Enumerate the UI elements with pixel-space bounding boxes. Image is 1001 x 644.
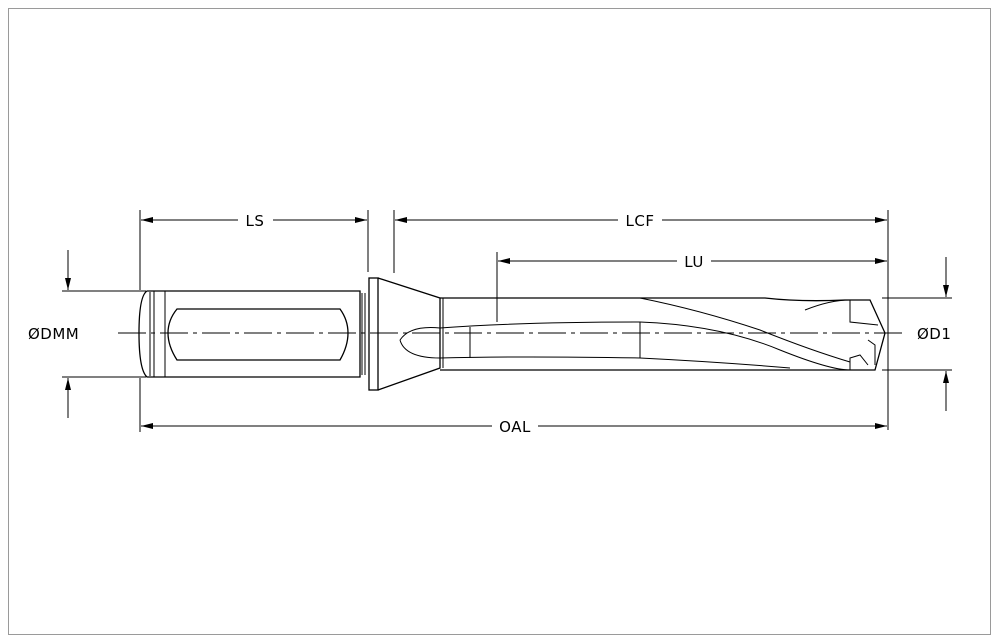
label-dmm: ØDMM (28, 325, 79, 343)
drawing-frame (8, 8, 991, 635)
dim-ls: LS (139, 210, 369, 290)
label-lu: LU (684, 253, 704, 271)
drill-body (399, 297, 886, 371)
label-lcf: LCF (626, 212, 655, 230)
shank (138, 290, 366, 378)
dim-oal: OAL (139, 378, 887, 436)
label-d1: ØD1 (917, 325, 951, 343)
dim-dmm: ØDMM (28, 250, 146, 418)
dim-lcf: LCF (393, 210, 889, 430)
flange (368, 277, 444, 391)
dim-lu: LU (496, 252, 887, 322)
dim-d1: ØD1 (882, 257, 952, 411)
shank-flat (167, 308, 349, 361)
label-oal: OAL (499, 418, 531, 436)
label-ls: LS (246, 212, 265, 230)
